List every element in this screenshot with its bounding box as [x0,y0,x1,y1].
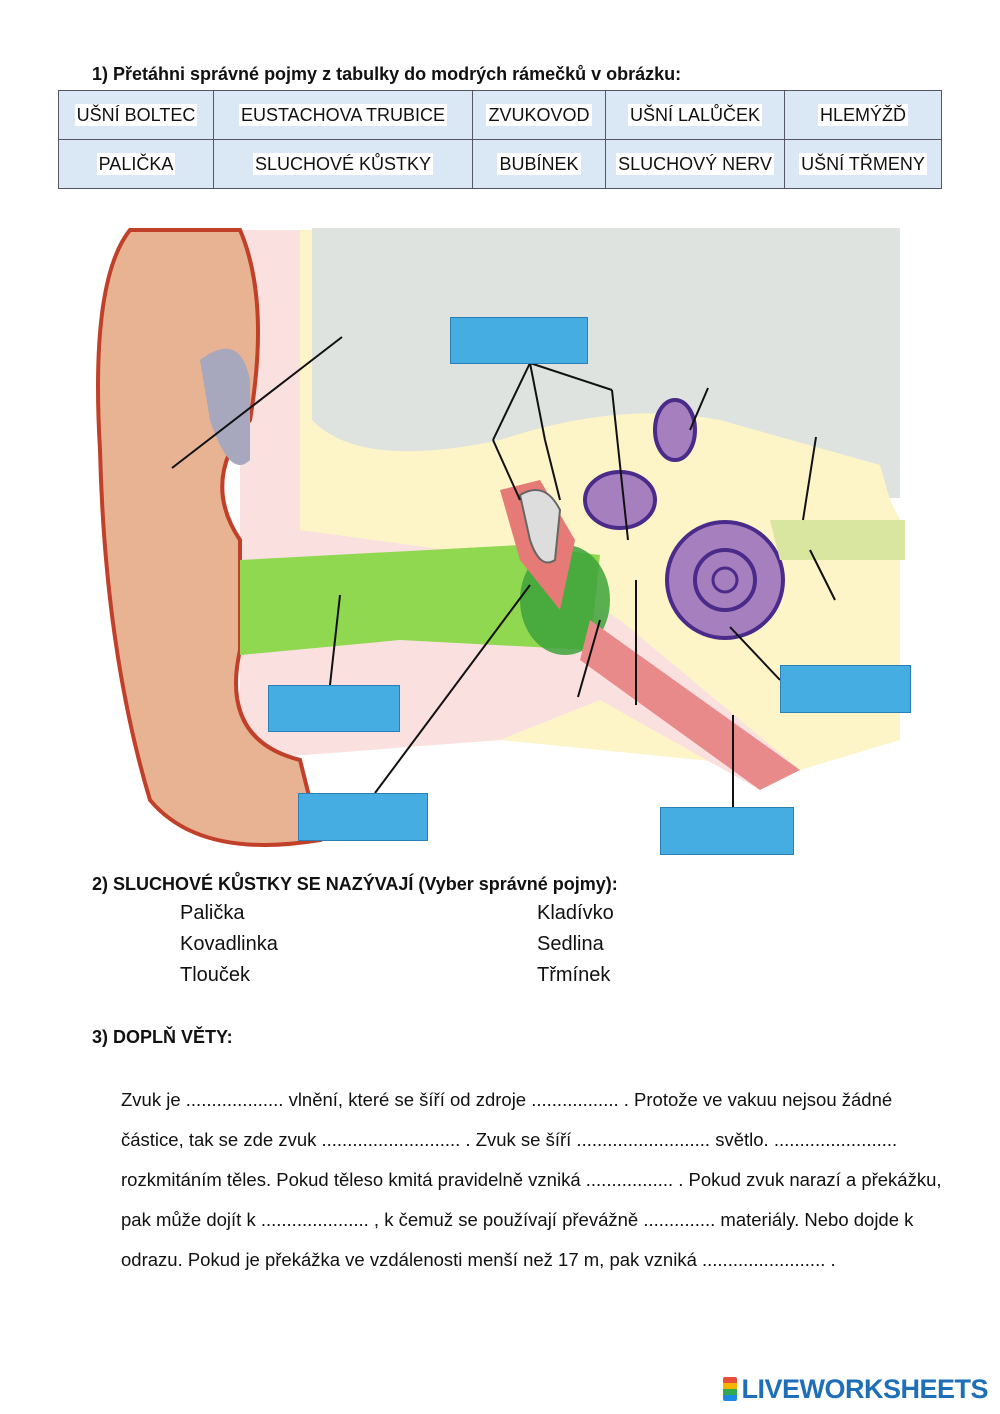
option-item[interactable]: Kovadlinka [180,933,278,955]
terms-table: UŠNÍ BOLTEC EUSTACHOVA TRUBICE ZVUKOVOD … [58,90,942,189]
drop-box-ossicles[interactable] [450,317,588,364]
ear-diagram [96,228,905,847]
drop-box-cochlea[interactable] [780,665,911,713]
drop-box-eardrum[interactable] [298,793,428,841]
drop-box-ear-canal[interactable] [268,685,400,732]
term-cell[interactable]: PALIČKA [58,139,214,189]
option-item[interactable]: Palička [180,902,245,924]
term-cell[interactable]: UŠNÍ TŘMENY [784,139,942,189]
question-2-title: 2) SLUCHOVÉ KŮSTKY SE NAZÝVAJÍ (Vyber sp… [92,874,618,894]
term-cell[interactable]: ZVUKOVOD [472,90,606,140]
drop-box-eustachian-tube[interactable] [660,807,794,855]
term-cell[interactable]: UŠNÍ LALŮČEK [605,90,785,140]
fill-in-paragraph[interactable]: Zvuk je ................... vlnění, kter… [121,1089,942,1270]
term-cell[interactable]: HLEMÝŽĎ [784,90,942,140]
question-3-title: 3) DOPLŇ VĚTY: [92,1027,233,1047]
liveworksheets-logo: LIVEWORKSHEETS [723,1374,988,1405]
question-1-title: 1) Přetáhni správné pojmy z tabulky do m… [92,64,682,84]
logo-icon [723,1377,738,1401]
term-cell[interactable]: BUBÍNEK [472,139,606,189]
term-cell[interactable]: SLUCHOVÝ NERV [605,139,785,189]
term-cell[interactable]: EUSTACHOVA TRUBICE [213,90,473,140]
option-item[interactable]: Sedlina [537,933,604,955]
option-item[interactable]: Třmínek [537,964,611,986]
term-cell[interactable]: SLUCHOVÉ KŮSTKY [213,139,473,189]
option-item[interactable]: Kladívko [537,902,614,924]
option-item[interactable]: Tlouček [180,964,251,986]
